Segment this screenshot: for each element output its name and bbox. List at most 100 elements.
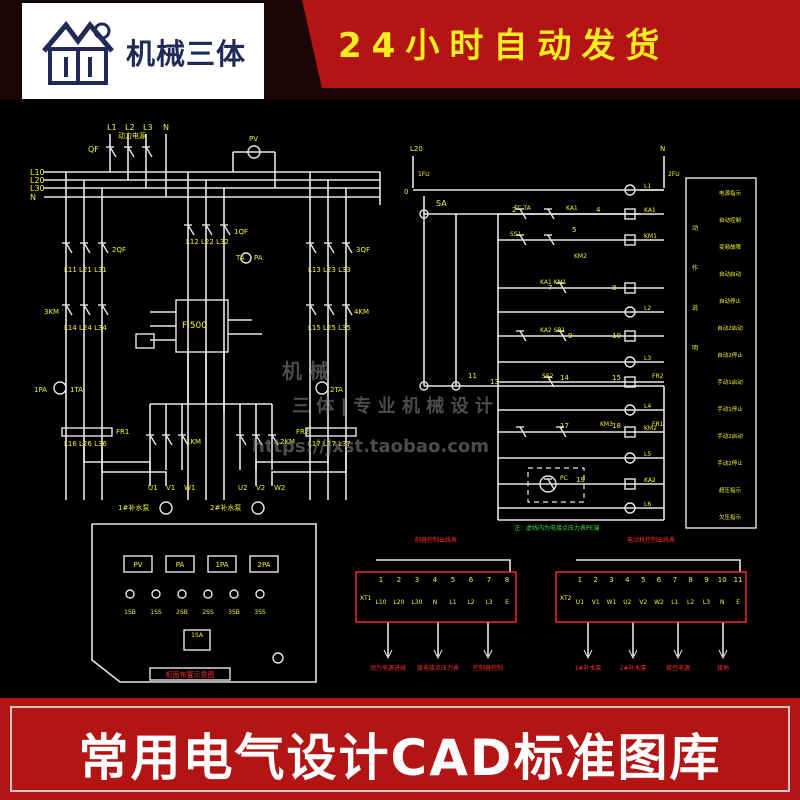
selector-contact <box>451 381 461 391</box>
wire <box>271 446 347 486</box>
control-label: KM2 <box>574 253 587 260</box>
panel-lamp-label: 2SB <box>176 609 188 616</box>
coil-symbol <box>624 330 636 342</box>
terminal-value: U1 <box>576 599 584 606</box>
panel-lamp <box>203 589 213 599</box>
fuse-label: 2FU <box>668 171 680 178</box>
control-box <box>135 333 155 349</box>
contact-symbol <box>516 208 527 220</box>
panel-meter <box>249 555 279 573</box>
terminal-value: E <box>736 599 740 606</box>
panel-lamp <box>177 589 187 599</box>
meter-label: PV <box>249 135 258 143</box>
meter-label: TA <box>235 254 245 262</box>
contact-symbol <box>142 146 153 158</box>
current-meter-1pa <box>53 381 67 395</box>
arrow-icon <box>483 649 493 660</box>
terminal-number: 2 <box>397 576 401 584</box>
node-number: 0 <box>404 188 408 196</box>
panel-switch <box>183 629 211 651</box>
thermal-relay-fr1 <box>61 427 113 437</box>
node-number: 19 <box>576 476 585 484</box>
terminal-value: V2 <box>639 599 647 606</box>
control-note: 注：虚线内为电接点压力表PE端 <box>514 524 599 532</box>
node-number: 13 <box>490 378 499 386</box>
wire-label: L13 L23 L33 <box>308 266 351 274</box>
brand-name: 机械三体 <box>126 37 247 71</box>
legend-item: 手动1停止 <box>717 405 743 413</box>
panel-lamp <box>151 589 161 599</box>
contact-symbol <box>268 434 279 446</box>
rail-label: L3 <box>644 355 651 362</box>
terminal-value: N <box>720 599 725 606</box>
voltmeter-pv <box>247 145 261 159</box>
legend-item: 变频故障 <box>719 243 742 251</box>
terminal-destination: 接控电源 <box>666 664 690 672</box>
terminal-number: 10 <box>718 576 727 584</box>
panel-lamp-label: 3SB <box>228 609 240 616</box>
supply-label: L3 <box>143 123 153 132</box>
contactor-label: 1KM <box>186 438 201 446</box>
terminal-number: 7 <box>673 576 677 584</box>
panel-meter <box>123 555 153 573</box>
contact-symbol <box>98 242 109 254</box>
coil-symbol <box>624 426 636 438</box>
lamp-symbol <box>624 184 636 196</box>
contactor-label: 2KM <box>280 438 295 446</box>
fuse-label: 1FU <box>418 171 430 178</box>
contactor-label: 4KM <box>354 308 369 316</box>
terminal-value: U2 <box>623 599 631 606</box>
panel-meter-label: 2PA <box>257 561 270 569</box>
promo-text: 24小时自动发货 <box>338 26 670 66</box>
wire <box>376 559 511 572</box>
legend-side-label: 动 <box>692 225 698 232</box>
terminal-block-side: XT2 <box>560 595 572 602</box>
wire <box>91 523 317 683</box>
breaker-label: QF <box>88 145 99 154</box>
node-number: 7 <box>548 284 552 292</box>
contact-symbol <box>178 434 189 446</box>
coil-symbol <box>624 208 636 220</box>
contact-symbol <box>62 304 73 316</box>
legend-item: 自动2启动 <box>717 324 743 332</box>
terminal-block-title: 电动机控制出线表 <box>627 536 675 544</box>
inverter-box <box>175 299 229 353</box>
terminal-number: 4 <box>433 576 438 584</box>
legend-item: 电源指示 <box>719 189 742 197</box>
terminal-number: 5 <box>641 576 645 584</box>
terminal-value: W1 <box>607 599 617 606</box>
bus-label: N <box>30 193 36 202</box>
watermark-text: https://jxst.taobao.com <box>252 436 489 457</box>
wiring-lines <box>44 134 741 683</box>
contact-symbol <box>342 242 353 254</box>
motor-terminal: W2 <box>274 484 285 492</box>
contactor-label: 3KM <box>44 308 59 316</box>
rail-label: KA1 <box>644 207 656 214</box>
rail-label: KM1 <box>644 233 657 240</box>
pressure-gauge-box <box>527 467 585 503</box>
terminal-number: 4 <box>625 576 630 584</box>
legend-box <box>685 177 757 529</box>
switch-label: SA <box>436 199 447 208</box>
control-label: SS1 <box>510 231 522 238</box>
wire-label: L15 L25 L35 <box>308 324 351 332</box>
node-number: 5 <box>572 226 576 234</box>
watermark-text: 机 械 <box>282 359 329 383</box>
control-label: SS2 <box>542 373 554 380</box>
control-label: KM3 <box>600 421 613 428</box>
control-label: FR1 <box>652 421 664 428</box>
relay-label: FR2 <box>296 428 309 436</box>
node-number: 11 <box>468 372 477 380</box>
contact-symbol <box>220 224 231 236</box>
wire <box>255 446 329 486</box>
wire <box>101 446 167 486</box>
contact-symbol <box>516 330 527 342</box>
current-transformer <box>240 252 252 264</box>
terminal-number: 6 <box>469 576 474 584</box>
contact-symbol <box>544 234 555 246</box>
terminal-number: 7 <box>487 576 491 584</box>
control-label: KA2 SB1 <box>540 327 566 334</box>
contact-symbol <box>516 234 527 246</box>
contact-symbol <box>306 304 317 316</box>
bottom-banner-frame: 常用电气设计CAD标准图库 <box>10 706 790 792</box>
